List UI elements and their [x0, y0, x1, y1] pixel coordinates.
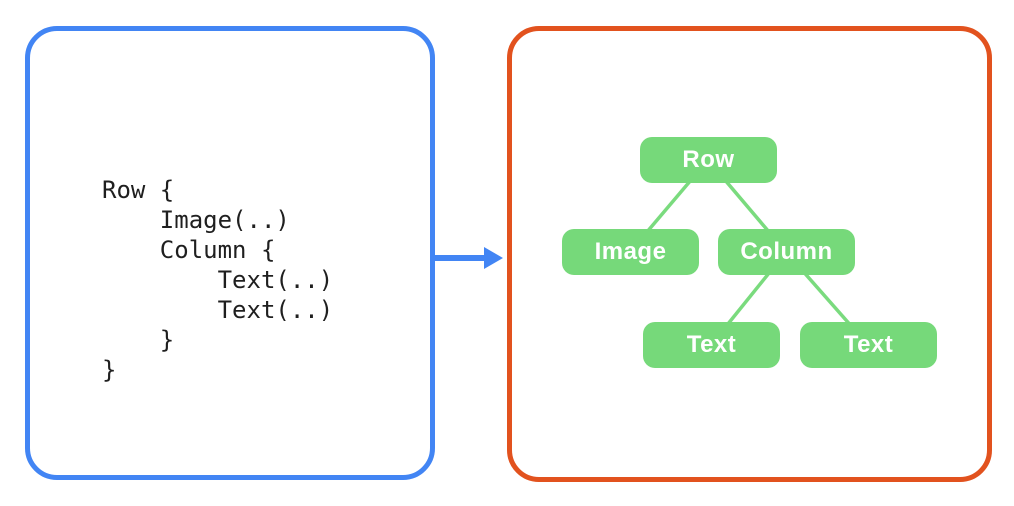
tree-node-column: Column [718, 229, 855, 275]
code-line-3: Column { [102, 236, 276, 264]
tree-node-image: Image [562, 229, 699, 275]
code-panel [25, 26, 435, 480]
code-line-5: Text(..) [102, 296, 334, 324]
code-block: Row { Image(..) Column { Text(..) Text(.… [102, 175, 333, 385]
code-line-7: } [102, 356, 117, 384]
code-line-6: } [102, 326, 175, 354]
code-line-1: Row { [102, 176, 175, 204]
tree-node-text-2: Text [800, 322, 937, 368]
code-line-4: Text(..) [102, 266, 334, 294]
tree-node-text-1: Text [643, 322, 780, 368]
code-line-2: Image(..) [102, 206, 290, 234]
tree-node-row: Row [640, 137, 777, 183]
